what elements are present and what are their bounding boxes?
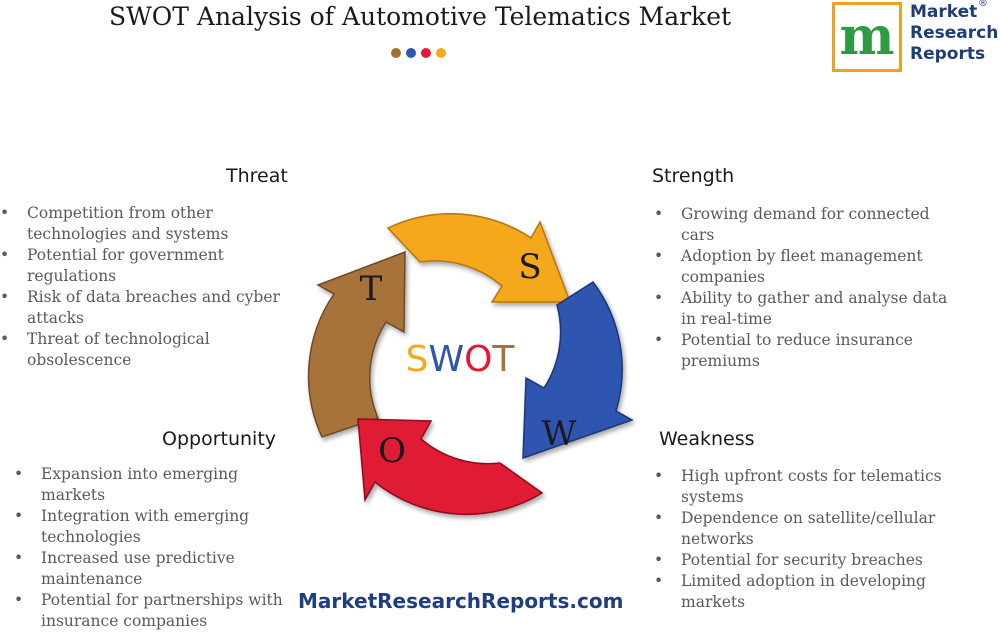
logo-letter: m (839, 6, 895, 67)
list-item: Growing demand for connected cars (654, 204, 954, 246)
dot-orange (436, 48, 446, 58)
center-w: W (428, 339, 464, 380)
weakness-letter: W (542, 414, 577, 454)
list-item: Risk of data breaches and cyber attacks (0, 287, 285, 329)
dot-red (421, 48, 431, 58)
threat-heading: Threat (226, 165, 288, 187)
center-swot-label: SWOT (406, 339, 516, 380)
list-item: Increased use predictive maintenance (14, 548, 289, 590)
brand-logo[interactable]: m Market Research Reports ® (832, 0, 998, 74)
title-dots (391, 48, 446, 58)
dot-blue (406, 48, 416, 58)
dot-brown (391, 48, 401, 58)
list-item: Potential for partnerships with insuranc… (14, 590, 289, 632)
list-item: Ability to gather and analyse data in re… (654, 288, 954, 330)
weakness-heading: Weakness (659, 428, 755, 450)
strength-heading: Strength (652, 165, 735, 187)
threat-letter: T (360, 269, 383, 309)
page-title: SWOT Analysis of Automotive Telematics M… (108, 2, 732, 31)
list-item: Threat of technological obsolescence (0, 329, 285, 371)
list-item: Potential to reduce insurance premiums (654, 330, 954, 372)
list-item: Potential for government regulations (0, 245, 285, 287)
list-item: Expansion into emerging markets (14, 464, 289, 506)
threat-arrow (307, 250, 406, 438)
opportunity-heading: Opportunity (162, 428, 277, 450)
weakness-arrow (522, 280, 634, 460)
opportunity-letter: O (378, 431, 406, 471)
list-item: Adoption by fleet management companies (654, 246, 954, 288)
list-item: High upfront costs for telematics system… (654, 466, 954, 508)
registered-mark: ® (978, 0, 988, 9)
list-item: Potential for security breaches (654, 550, 954, 571)
center-t: T (491, 339, 515, 380)
weakness-list: High upfront costs for telematics system… (654, 466, 954, 613)
opportunity-list: Expansion into emerging markets Integrat… (14, 464, 289, 632)
logo-wordmark: Market Research Reports (910, 2, 998, 65)
threat-list: Competition from other technologies and … (0, 203, 285, 371)
strength-letter: S (518, 247, 541, 287)
list-item: Dependence on satellite/cellular network… (654, 508, 954, 550)
strength-arrow (386, 213, 572, 303)
center-s: S (406, 339, 429, 380)
strength-list: Growing demand for connected cars Adopti… (654, 204, 954, 372)
list-item: Integration with emerging technologies (14, 506, 289, 548)
logo-line-1: Market (910, 2, 978, 22)
list-item: Competition from other technologies and … (0, 203, 285, 245)
logo-mark: m (832, 2, 902, 72)
center-o: O (464, 339, 492, 380)
opportunity-arrow (357, 418, 544, 516)
logo-line-2: Research (910, 23, 999, 43)
logo-line-3: Reports (910, 44, 986, 64)
list-item: Limited adoption in developing markets (654, 571, 954, 613)
footer-website-link[interactable]: MarketResearchReports.com (298, 589, 624, 613)
